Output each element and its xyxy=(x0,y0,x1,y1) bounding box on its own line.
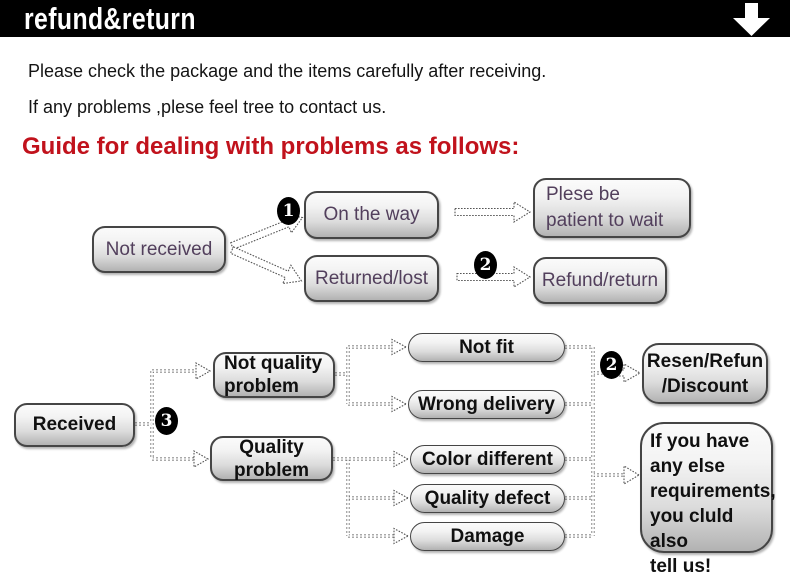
node-quality-defect: Quality defect xyxy=(410,484,565,513)
down-arrow-icon xyxy=(733,3,770,36)
arrowhead-to-not-fit xyxy=(391,338,408,356)
node-refund-return: Refund/return xyxy=(533,257,667,304)
arrow-not-received-to-returned-lost xyxy=(229,246,303,285)
intro-line-1: Please check the package and the items c… xyxy=(28,61,547,81)
node-wrong-delivery: Wrong delivery xyxy=(408,390,565,419)
arrowhead-to-quality-defect xyxy=(393,489,410,507)
node-damage: Damage xyxy=(410,522,565,551)
arrowhead-to-wrong-delivery xyxy=(391,395,408,413)
arrowhead-to-color-different xyxy=(393,450,410,468)
node-quality-problem: Quality problem xyxy=(210,436,333,481)
badge-2-received: 2 xyxy=(600,351,623,379)
arrowhead-to-quality-problem xyxy=(193,450,210,468)
page-title: refund&return xyxy=(24,1,196,36)
badge-2: 2 xyxy=(474,251,497,279)
arrow-on-the-way-to-plese-be xyxy=(454,201,532,223)
node-plese-be-patient: Plese be patient to wait xyxy=(533,178,691,238)
node-not-quality-problem: Not quality problem xyxy=(213,352,335,398)
badge-1: 1 xyxy=(277,197,300,225)
node-if-you-have: If you have any else requirements, you c… xyxy=(640,422,776,577)
arrow-returned-lost-to-refund-return xyxy=(456,266,532,288)
node-returned-lost: Returned/lost xyxy=(304,255,439,302)
node-on-the-way: On the way xyxy=(304,191,439,239)
node-color-different: Color different xyxy=(410,445,565,474)
node-not-fit: Not fit xyxy=(408,333,565,362)
arrowhead-to-damage xyxy=(393,527,410,545)
node-not-received: Not received xyxy=(92,226,226,273)
intro-line-2: If any problems ,plese feel tree to cont… xyxy=(28,97,387,117)
node-received: Received xyxy=(14,403,135,447)
header-bar: refund&return xyxy=(0,0,790,37)
guide-heading: Guide for dealing with problems as follo… xyxy=(22,133,520,160)
arrowhead-to-not-quality-problem xyxy=(195,362,212,380)
badge-3: 3 xyxy=(155,407,178,435)
node-resen-refun-discount: Resen/Refun /Discount xyxy=(642,343,768,404)
arrowhead-to-if-you-have xyxy=(623,465,641,485)
